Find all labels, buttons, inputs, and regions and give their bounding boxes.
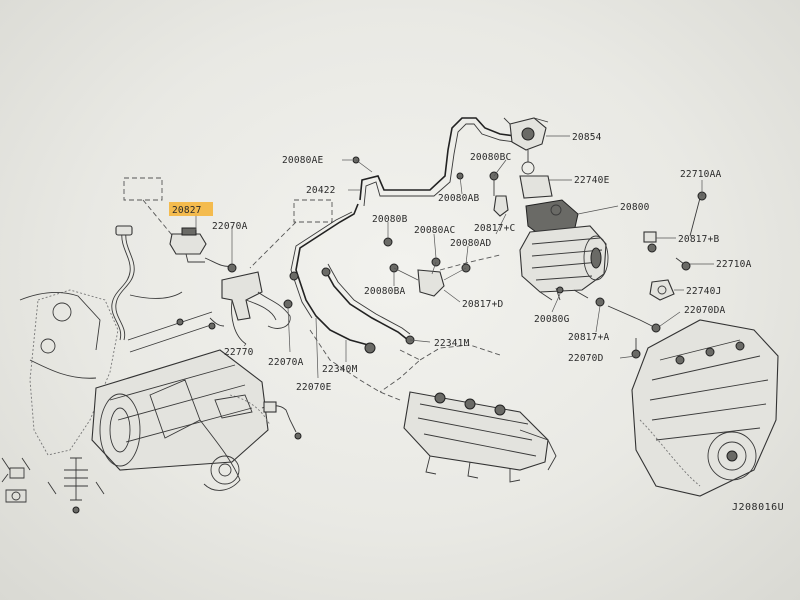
label-22070A-top: 22070A [212, 221, 248, 232]
label-20080AE: 20080AE [282, 155, 324, 166]
label-20817C: 20817+C [474, 223, 515, 234]
label-22740E: 22740E [574, 175, 610, 186]
label-22710AA: 22710AA [680, 169, 722, 180]
label-20422: 20422 [306, 185, 336, 196]
egr-valve [503, 117, 553, 199]
reference-boxes [123, 177, 333, 269]
fitting-cluster [383, 171, 509, 297]
label-20080AD: 20080AD [450, 238, 492, 249]
exhaust-manifold-assembly [19, 289, 271, 491]
label-22770: 22770 [224, 347, 254, 358]
label-22710A: 22710A [716, 259, 752, 270]
engine-block [631, 319, 779, 497]
fastener-legend [1, 457, 105, 514]
leader-lines [195, 135, 714, 379]
lower-sensor [176, 317, 302, 440]
label-22070D: 22070D [568, 353, 604, 364]
label-20827: 20827 [172, 205, 202, 216]
label-20817A: 20817+A [568, 332, 610, 343]
label-20854: 20854 [572, 132, 602, 143]
label-20817D: 20817+D [462, 299, 504, 310]
label-20817B: 20817+B [678, 234, 720, 245]
label-22341M: 22341M [434, 338, 470, 349]
label-22740J: 22740J [686, 286, 722, 297]
label-20080B: 20080B [372, 214, 408, 225]
fuel-rail [403, 391, 557, 483]
exhaust-tubes [289, 117, 516, 354]
diagram-code: J208016U [732, 502, 784, 513]
label-20080G: 20080G [534, 314, 570, 325]
label-20080AC: 20080AC [414, 225, 455, 236]
label-20080BC: 20080BC [470, 152, 511, 163]
tube-bracket [221, 271, 293, 345]
label-22340M: 22340M [322, 364, 358, 375]
label-20080BA: 20080BA [364, 286, 406, 297]
label-20800: 20800 [620, 202, 650, 213]
sensor-harness [111, 225, 183, 341]
label-20080AB: 20080AB [438, 193, 480, 204]
turbocharger [519, 199, 609, 301]
label-22070DA: 22070DA [684, 305, 726, 316]
label-22070A-bottom: 22070A [268, 357, 304, 368]
part-highlight [169, 202, 213, 216]
guide-outlines [309, 254, 501, 401]
label-22070E: 22070E [296, 382, 332, 393]
pressure-sensor [169, 227, 237, 273]
part-labels: 20854 20080AE 20080BC 22740E 22710AA 204… [172, 132, 752, 393]
